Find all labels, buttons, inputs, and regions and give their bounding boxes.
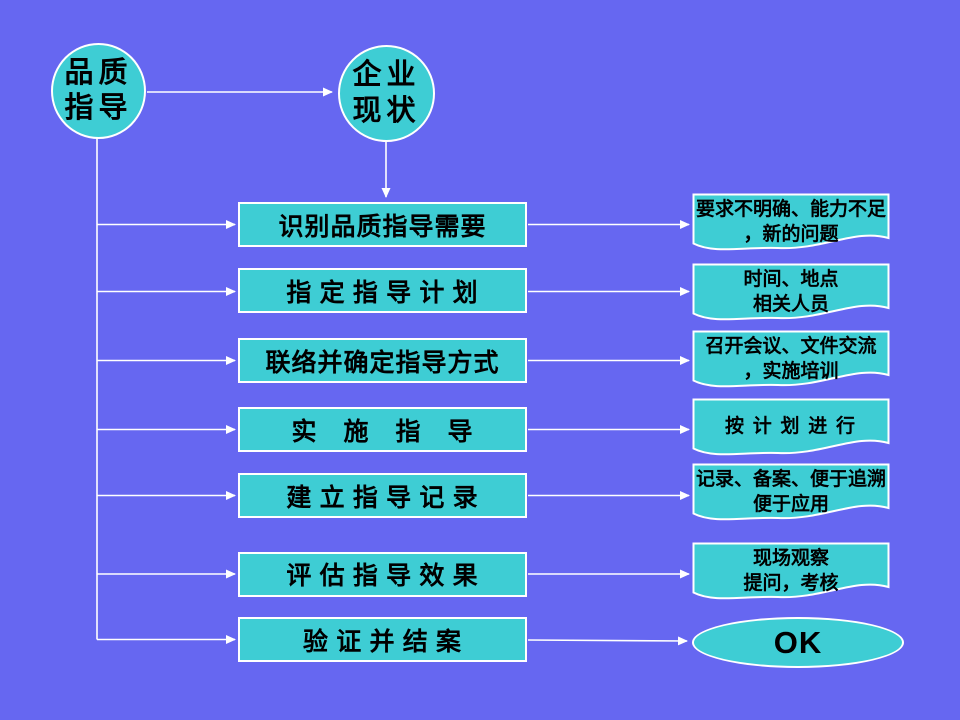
step-label: 指 定 指 导 计 划 [286, 279, 479, 307]
document-shape-icon [692, 330, 890, 388]
note-text: 要求不明确、能力不足，新的问题 [695, 199, 886, 246]
start-ellipse-label: 品质 指导 [64, 56, 133, 124]
step-label: 建 立 指 导 记 录 [286, 484, 479, 512]
step-label: 联络并确定指导方式 [265, 349, 500, 377]
note-text: 时间、地点相关人员 [743, 269, 839, 316]
step-label: 评 估 指 导 效 果 [286, 563, 479, 590]
document-shape-icon [692, 193, 890, 251]
step-box-confirm-method: 联络并确定指导方式 [238, 338, 527, 383]
step-box-make-plan: 指 定 指 导 计 划 [238, 268, 527, 313]
ok-label: OK [773, 624, 823, 660]
step-box-verify-close: 验 证 并 结 案 [238, 617, 527, 662]
note-shape-2: 时间、地点相关人员 [692, 263, 890, 327]
note-text: 召开会议、文件交流，实施培训 [705, 336, 877, 383]
note-shape-1: 要求不明确、能力不足，新的问题 [692, 193, 890, 257]
note-text: 按 计 划 进 行 [724, 416, 857, 437]
note-shape-6: 现场观察提问，考核 [692, 542, 890, 606]
step-label: 实 施 指 导 [291, 418, 474, 446]
document-shape-icon [692, 263, 890, 321]
connector-ok [527, 636, 688, 646]
step-label: 识别品质指导需要 [278, 213, 487, 241]
note-text: 记录、备案、便于追溯便于应用 [695, 469, 886, 516]
note-shape-4: 按 计 划 进 行 [692, 398, 890, 462]
step-box-evaluate-effect: 评 估 指 导 效 果 [238, 551, 527, 597]
start-ellipse: 品质 指导 [51, 43, 146, 139]
document-shape-icon [692, 463, 890, 521]
context-ellipse: 企业 现状 [338, 45, 435, 142]
context-ellipse-label: 企业 现状 [352, 59, 421, 127]
step-box-identify-needs: 识别品质指导需要 [238, 202, 527, 247]
note-shape-5: 记录、备案、便于追溯便于应用 [692, 463, 890, 527]
note-text: 现场观察提问，考核 [743, 548, 839, 595]
document-shape-icon [692, 542, 890, 600]
step-box-create-records: 建 立 指 导 记 录 [238, 473, 527, 518]
step-label: 验 证 并 结 案 [302, 628, 462, 656]
document-shape-icon [692, 398, 890, 456]
note-shape-3: 召开会议、文件交流，实施培训 [692, 330, 890, 394]
ok-ellipse: OK [692, 617, 904, 668]
step-box-implement: 实 施 指 导 [238, 407, 527, 452]
